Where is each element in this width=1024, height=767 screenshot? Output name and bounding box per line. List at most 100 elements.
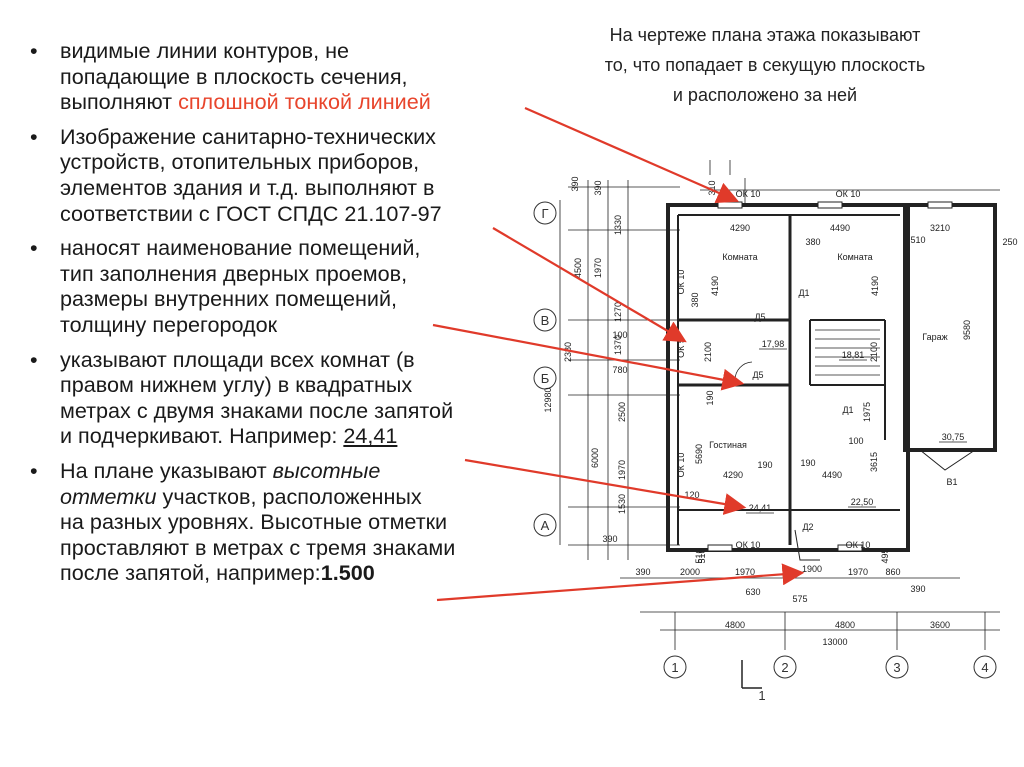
dimension-label: 190 [800, 458, 815, 468]
text-segment: соответствии с ГОСТ СПДС 21.107-97 [60, 200, 442, 226]
bullet-line: и подчеркивают. Например: 24,41 [60, 423, 536, 449]
door-label: Д5 [752, 370, 763, 380]
bullet-line: на разных уровнях. Высотные отметки [60, 509, 536, 535]
pointer-arrow [432, 323, 745, 391]
bullet-line: элементов здания и т.д. выполняют в [60, 175, 536, 201]
dimension-label: 5690 [694, 444, 704, 464]
dimension-label: 250 [1002, 237, 1017, 247]
dimension-label: 4800 [835, 620, 855, 630]
bullet-dot: • [30, 235, 38, 261]
dimension-label: 510 [694, 548, 704, 563]
text-segment: попадающие в плоскость сечения, [60, 63, 408, 89]
door-label: Д1 [798, 288, 809, 298]
bullet-line: указывают площади всех комнат (в [60, 347, 536, 373]
text-segment: Изображение санитарно-технических [60, 123, 436, 149]
dimension-label: 4290 [723, 470, 743, 480]
axis-letter: А [541, 518, 550, 533]
window-label: ОК 10 [836, 189, 861, 199]
text-segment: На плане указывают [60, 457, 273, 483]
dimension-label: 510 [697, 548, 707, 563]
dimension-label: 3210 [930, 223, 950, 233]
axis-marker [533, 308, 557, 332]
dimension-label: 390 [593, 180, 603, 195]
window-label: ОК 10 [846, 540, 871, 550]
bullet-line: Изображение санитарно-технических [60, 124, 536, 150]
room-area: 18,81 [842, 350, 865, 360]
section-mark: 1 [758, 688, 765, 703]
text-segment: наносят наименование помещений, [60, 235, 421, 261]
room-area: 22,50 [851, 497, 874, 507]
room-label: Комната [837, 252, 872, 262]
window-opening [817, 201, 843, 209]
room-label: Гостиная [709, 440, 747, 450]
dimension-label: 4290 [730, 223, 750, 233]
pointer-arrow [464, 458, 747, 515]
room-label: Гараж [922, 332, 947, 342]
dimension-label: 2500 [617, 402, 627, 422]
dimension-label: 380 [805, 237, 820, 247]
bullet-line: отметки участков, расположенных [60, 484, 536, 510]
door-label: Д1 [842, 405, 853, 415]
dimension-label: 1970 [617, 460, 627, 480]
outer-wall [666, 203, 910, 552]
bullet-line: метрах с двумя знаками после запятой [60, 398, 536, 424]
dimension-label: 4500 [573, 258, 583, 278]
dimension-label: 4190 [710, 276, 720, 296]
dimension-label: 510 [910, 235, 925, 245]
text-segment: 24,41 [343, 423, 398, 449]
text-segment: метрах с двумя знаками после запятой [60, 397, 454, 423]
axis-marker [533, 201, 557, 225]
door-swing [794, 529, 820, 561]
room-label: Комната [722, 252, 757, 262]
door-swing [734, 361, 753, 381]
text-segment: сплошной тонкой линией [178, 89, 431, 115]
window-label: ОК 10 [736, 189, 761, 199]
dimension-label: 495 [880, 548, 890, 563]
dimension-label: 575 [792, 594, 807, 604]
bullet-dot: • [30, 457, 38, 483]
dimension-label: 190 [757, 460, 772, 470]
axis-number: 2 [781, 660, 788, 675]
window-label: ОК 10 [676, 270, 686, 295]
axis-marker [533, 366, 557, 390]
dimension-label: 1970 [593, 258, 603, 278]
caption-line: и расположено за ней [672, 85, 858, 105]
axis-letter: В [541, 313, 550, 328]
dimension-label: 4490 [830, 223, 850, 233]
axis-number: 4 [981, 660, 988, 675]
dimension-label: 1330 [613, 215, 623, 235]
dimension-label: 100 [848, 436, 863, 446]
dimension-label: 6000 [590, 448, 600, 468]
dimension-label: 1900 [802, 564, 822, 574]
dimension-label: 310 [707, 180, 717, 195]
door-label: В1 [946, 477, 957, 487]
room-area: 30,75 [942, 432, 965, 442]
text-segment: на разных уровнях. Высотные отметки [60, 509, 448, 535]
bullet-line: видимые линии контуров, не [60, 38, 536, 64]
room-area: 17,98 [762, 339, 785, 349]
text-segment: проставляют в метрах с тремя знаками [60, 534, 456, 560]
pointer-arrow [524, 106, 740, 204]
dimension-label: 380 [690, 292, 700, 307]
pointer-arrow [436, 563, 805, 602]
text-segment: после запятой, например: [60, 560, 321, 586]
axis-marker [663, 655, 687, 679]
window-label: ОК 10 [676, 453, 686, 478]
dimension-label: 2380 [563, 342, 573, 362]
text-segment: устройств, отопительных приборов, [60, 149, 420, 175]
dimension-label: 1970 [848, 567, 868, 577]
dimension-label: 1970 [735, 567, 755, 577]
dimension-label: 390 [602, 534, 617, 544]
text-segment: отметки [60, 483, 157, 509]
door-label: Д5 [754, 312, 765, 322]
bullet-line: соответствии с ГОСТ СПДС 21.107-97 [60, 201, 536, 227]
text-segment: участков, расположенных [156, 483, 422, 509]
bullet-line: тип заполнения дверных проемов, [60, 261, 536, 287]
pointer-arrow [492, 227, 687, 343]
axis-marker [533, 513, 557, 537]
dimension-label: 4800 [725, 620, 745, 630]
